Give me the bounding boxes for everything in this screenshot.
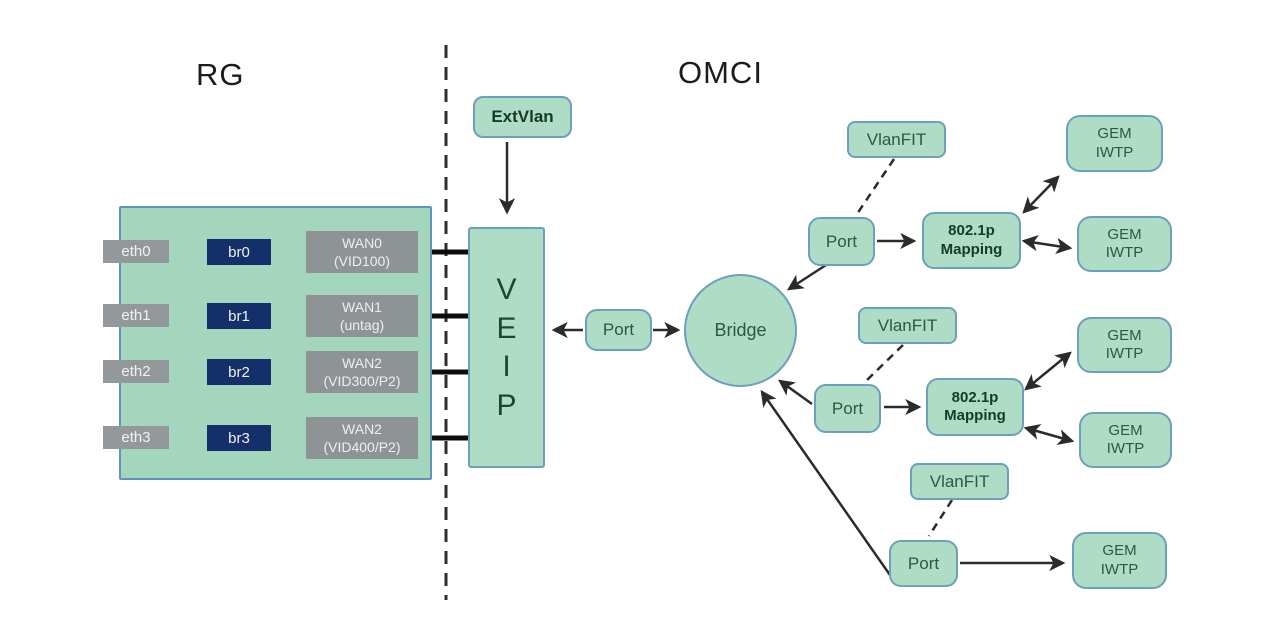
vlanfit3-port3-dashed-link [927, 499, 954, 537]
eth0-box: eth0 [103, 240, 169, 263]
mapping2-line2: Mapping [944, 407, 1006, 424]
mapping1-line2: Mapping [940, 240, 1003, 258]
mapping2-box: 802.1p Mapping [926, 378, 1024, 436]
vlanfit1-port1-dashed-link [855, 158, 896, 215]
gem2a-line1: GEM [1107, 326, 1142, 344]
gem1b-line1: GEM [1107, 225, 1142, 243]
mapping2-line1: 802.1p [951, 388, 999, 406]
mapping1-gem1a-double-arrow [1022, 175, 1060, 214]
gem1a-line1: GEM [1097, 125, 1132, 143]
eth2-box: eth2 [103, 360, 169, 383]
gem1a-line2: IWTP [1095, 143, 1134, 161]
gem3-line1: GEM [1102, 542, 1137, 560]
wan2b-box: WAN2 (VID400/P2) [306, 417, 418, 459]
gem3-box: GEM IWTP [1072, 532, 1167, 589]
eth1-box: eth1 [103, 304, 169, 327]
wan0-box: WAN0 (VID100) [306, 231, 418, 273]
bridge-circle: Bridge [684, 274, 797, 387]
gem1b-line2: IWTP [1105, 244, 1144, 261]
veip-letter-e: E [496, 311, 517, 345]
gem1b-box: GEM IWTP [1077, 216, 1172, 272]
br2-box: br2 [207, 359, 271, 385]
br1-box: br1 [207, 303, 271, 329]
wan2-vid: (VID300/P2) [323, 373, 401, 389]
extvlan-box: ExtVlan [473, 96, 572, 138]
vlanfit2-port2-dashed-link [865, 344, 904, 382]
port2-box: Port [814, 384, 881, 433]
mapping1-gem1b-double-arrow [1021, 235, 1073, 254]
wan2-name: WAN2 [342, 354, 382, 371]
rg-section-title: RG [196, 57, 245, 92]
port2-bridge-arrow [778, 379, 813, 406]
mapping1-line1: 802.1p [948, 222, 995, 240]
wan1-vid: (untag) [339, 317, 385, 333]
veip-box: V E I P [468, 227, 545, 468]
port1-box: Port [808, 217, 875, 266]
vlanfit2-box: VlanFIT [858, 307, 957, 344]
port3-bridge-arrow [760, 390, 892, 576]
eth3-box: eth3 [103, 426, 169, 449]
br3-box: br3 [207, 425, 271, 451]
veip-port-box: Port [585, 309, 652, 351]
port1-bridge-arrow [786, 263, 827, 291]
veip-letter-v: V [496, 273, 517, 306]
wan2b-name: WAN2 [342, 420, 382, 437]
veip-letter-i: I [502, 350, 511, 383]
veip-letter-p: P [496, 388, 517, 422]
port3-box: Port [889, 540, 958, 587]
gem3-line2: IWTP [1100, 560, 1139, 578]
mapping1-box: 802.1p Mapping [922, 212, 1021, 269]
mapping2-gem2b-double-arrow [1023, 423, 1075, 446]
gem2b-box: GEM IWTP [1079, 412, 1172, 468]
wan2b-vid: (VID400/P2) [323, 439, 401, 455]
gem1a-box: GEM IWTP [1066, 115, 1163, 172]
wan0-vid: (VID100) [333, 253, 391, 269]
wan2-box: WAN2 (VID300/P2) [306, 351, 418, 393]
gem2b-line1: GEM [1108, 421, 1143, 439]
wan1-box: WAN1 (untag) [306, 295, 418, 337]
wan0-name: WAN0 [342, 234, 382, 251]
gem2a-box: GEM IWTP [1077, 317, 1172, 373]
gem2b-line2: IWTP [1106, 440, 1145, 457]
vlanfit1-box: VlanFIT [847, 121, 946, 158]
vlanfit3-box: VlanFIT [910, 463, 1009, 500]
mapping2-gem2a-double-arrow [1024, 351, 1072, 391]
omci-section-title: OMCI [678, 55, 763, 90]
gem2a-line2: IWTP [1105, 345, 1144, 362]
wan1-name: WAN1 [342, 298, 382, 315]
br0-box: br0 [207, 239, 271, 265]
